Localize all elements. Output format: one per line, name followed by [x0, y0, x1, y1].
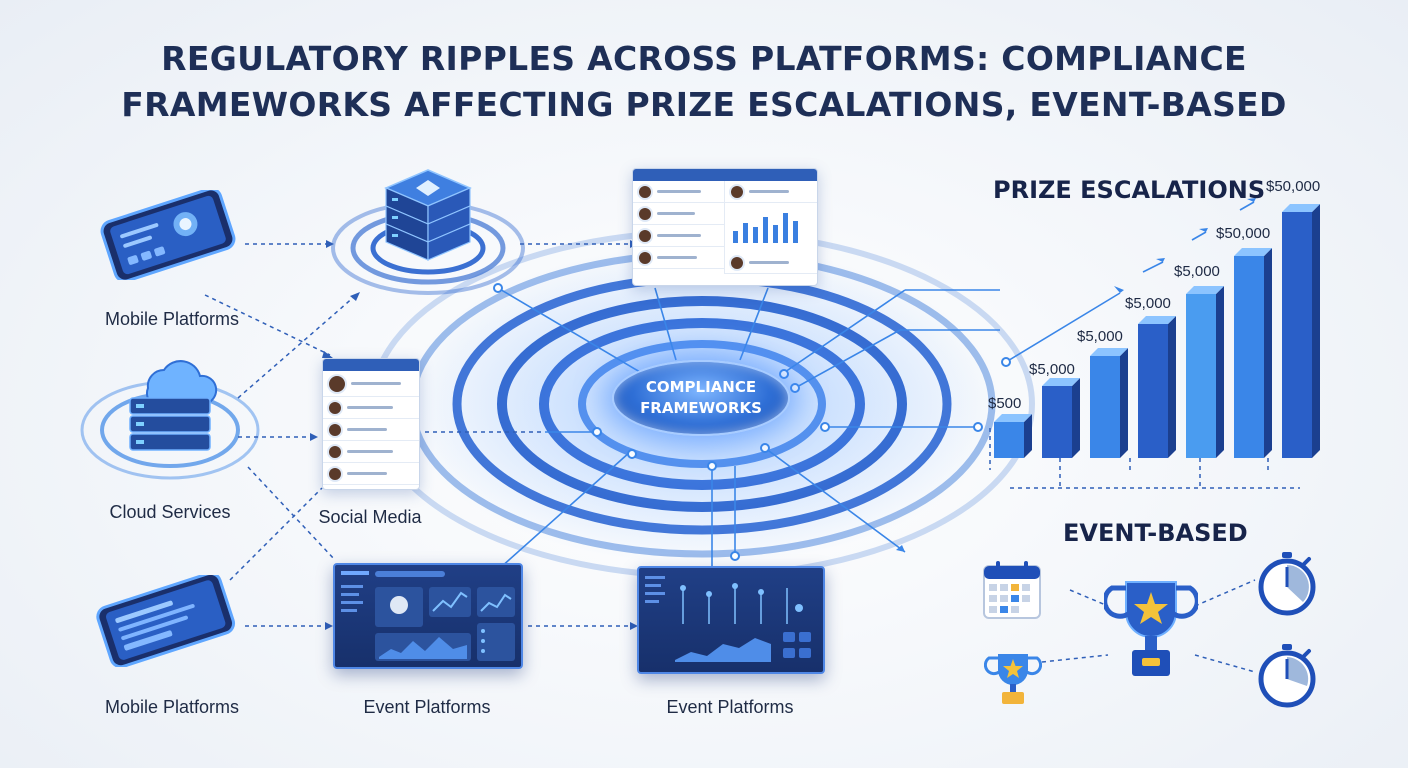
cloud-server-icon: [129, 360, 218, 451]
core-label-line-1: COMPLIANCE: [645, 378, 757, 396]
prize-value-label: $500: [988, 395, 1022, 412]
panel-title-bar: [633, 169, 817, 181]
event-based-heading: EVENT-BASED: [1063, 519, 1248, 547]
label-event-platforms-1: Event Platforms: [363, 697, 491, 717]
mini-bar-chart: [733, 213, 798, 243]
prize-escalations-heading: PRIZE ESCALATIONS: [993, 176, 1266, 204]
prize-value-label: $50,000: [1216, 225, 1271, 242]
prize-escalation-bars: [994, 204, 1320, 458]
label-cloud-services: Cloud Services: [109, 502, 231, 522]
stopwatch-icon: [1258, 552, 1316, 616]
list-item: [633, 203, 724, 225]
list-item: [323, 441, 419, 463]
stopwatch-icon: [1258, 644, 1316, 708]
prize-value-label: $50,000: [1266, 178, 1321, 195]
trophy-icon: [984, 654, 1042, 704]
prize-value-label: $5,000: [1077, 328, 1123, 345]
prize-bar: [1186, 286, 1224, 458]
event-dashboard-2: [637, 566, 825, 674]
prize-value-label: $5,000: [1125, 295, 1171, 312]
smartphone-icon: [100, 190, 236, 280]
list-item: [725, 181, 817, 203]
solid-arrowheads: [896, 198, 1256, 552]
list-item: [633, 181, 724, 203]
prize-bar: [1042, 378, 1080, 458]
event-dashboard-1: [333, 563, 523, 669]
list-item: [725, 252, 817, 274]
server-stack-icon: [384, 169, 472, 261]
page-title-line-2: FRAMEWORKS AFFECTING PRIZE ESCALATIONS, …: [121, 85, 1287, 124]
prize-bar: [1090, 348, 1128, 458]
calendar-icon: [983, 561, 1041, 619]
prize-value-label: $5,000: [1174, 263, 1220, 280]
connector-nodes: [493, 283, 1011, 561]
prize-bar: [1282, 204, 1320, 458]
label-mobile-platforms-top: Mobile Platforms: [104, 309, 240, 329]
smartphone-icon: [96, 575, 236, 667]
list-item: [323, 419, 419, 441]
page-title-line-1: REGULATORY RIPPLES ACROSS PLATFORMS: COM…: [161, 39, 1247, 78]
list-item: [323, 463, 419, 485]
core-label-line-2: FRAMEWORKS: [640, 399, 762, 417]
panel-title-bar: [323, 359, 419, 371]
trophy-icon: [1104, 581, 1198, 676]
dashboard-content: [645, 576, 811, 662]
social-media-panel: [322, 358, 420, 490]
prize-value-label: $5,000: [1029, 361, 1075, 378]
list-item: [633, 247, 724, 269]
dashboard-content: [341, 571, 515, 661]
label-social-media: Social Media: [318, 507, 422, 527]
prize-bar: [1234, 248, 1272, 458]
label-event-platforms-2: Event Platforms: [666, 697, 794, 717]
label-mobile-platforms-bottom: Mobile Platforms: [104, 697, 240, 717]
list-item: [633, 225, 724, 247]
platform-dashboard-panel-top: [632, 168, 818, 286]
page-title: REGULATORY RIPPLES ACROSS PLATFORMS: COM…: [0, 36, 1408, 128]
solid-connectors: [497, 201, 1255, 590]
prize-bar: [994, 414, 1032, 458]
dashed-connectors: [204, 243, 1300, 673]
compliance-frameworks-core: COMPLIANCE FRAMEWORKS: [612, 360, 790, 436]
list-item: [323, 371, 419, 397]
prize-bar: [1138, 316, 1176, 458]
list-item: [323, 397, 419, 419]
